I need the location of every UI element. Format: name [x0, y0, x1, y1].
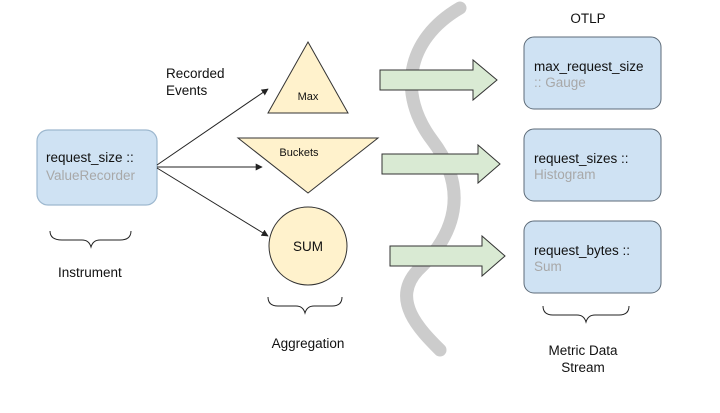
instrument-brace	[49, 230, 132, 249]
aggregation-sum-label: SUM	[293, 239, 323, 254]
event-arrow-max	[156, 88, 269, 166]
otlp-label: OTLP	[570, 11, 605, 26]
aggregation-brace	[267, 296, 343, 315]
block-arrow-buckets	[381, 143, 501, 185]
aggregation-sum-circle	[268, 206, 348, 286]
stream-box-gauge	[523, 36, 662, 110]
recorded-events-line2: Events	[166, 83, 208, 98]
stream-brace	[542, 305, 630, 324]
stream-gauge-name: max_request_size	[534, 59, 644, 74]
event-arrow-sum	[156, 167, 269, 237]
stream-histogram-type: Histogram	[534, 167, 596, 182]
aggregation-buckets-label: Buckets	[279, 147, 319, 159]
recorded-events-line1: Recorded	[166, 66, 225, 81]
block-arrow-max	[379, 58, 498, 102]
stream-sum-type: Sum	[534, 259, 562, 274]
aggregation-max-label: Max	[298, 91, 319, 103]
aggregation-caption: Aggregation	[272, 336, 345, 351]
stream-sum-name: request_bytes ::	[534, 243, 630, 258]
stream-box-histogram	[523, 128, 662, 202]
aggregation-max-triangle	[267, 40, 349, 114]
aggregation-buckets-triangle	[236, 137, 380, 194]
instrument-caption: Instrument	[58, 265, 122, 280]
stream-gauge-type: :: Gauge	[534, 75, 586, 90]
transport-wave	[400, 1, 467, 357]
stream-caption-line2: Stream	[561, 360, 605, 375]
stream-box-sum	[523, 220, 662, 294]
block-arrow-sum	[389, 234, 506, 278]
instrument-type: ValueRecorder	[46, 168, 136, 183]
instrument-name: request_size ::	[46, 150, 134, 165]
stream-caption-line1: Metric Data	[548, 343, 618, 358]
stream-histogram-name: request_sizes ::	[534, 151, 629, 166]
